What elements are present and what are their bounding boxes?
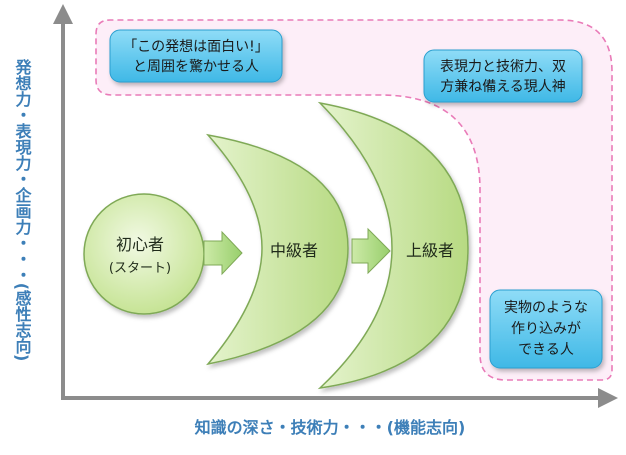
stage-beginner-title: 初心者 bbox=[116, 235, 164, 254]
y-axis bbox=[53, 4, 73, 398]
stage-advanced-title: 上級者 bbox=[406, 241, 454, 260]
stage-intermediate-title: 中級者 bbox=[270, 241, 318, 260]
bubble-practical-line3: できる人 bbox=[518, 342, 574, 358]
progress-arrow-1 bbox=[203, 230, 243, 276]
bubble-both-line2: 方兼ね備える現人神 bbox=[440, 79, 566, 95]
bubble-practical-line1: 実物のような bbox=[504, 300, 588, 316]
bubble-practical-line2: 作り込みが bbox=[511, 321, 581, 337]
x-axis-label: 知識の深さ・技術力・・・(機能志向) bbox=[195, 418, 466, 437]
x-axis bbox=[61, 388, 618, 408]
y-axis-label: 発想力・表現力・企画力・・・(感性志向) bbox=[13, 58, 33, 362]
bubble-both-line1: 表現力と技術力、双 bbox=[440, 59, 566, 75]
progress-arrow-2 bbox=[351, 227, 391, 275]
expert-region bbox=[95, 19, 613, 381]
stage-beginner: 初心者 (スタート) bbox=[83, 193, 205, 315]
bubble-surprise-line1: 「この発想は面白い!」 bbox=[123, 39, 269, 55]
bubble-practical: 実物のような 作り込みが できる人 bbox=[489, 289, 603, 369]
bubble-surprise-line2: と周囲を驚かせる人 bbox=[133, 58, 259, 75]
bubble-surprise: 「この発想は面白い!」 と周囲を驚かせる人 bbox=[109, 29, 283, 83]
stage-advanced: 上級者 bbox=[317, 101, 469, 390]
bubble-both: 表現力と技術力、双 方兼ね備える現人神 bbox=[423, 49, 583, 103]
stage-intermediate: 中級者 bbox=[206, 133, 349, 366]
stage-beginner-subtitle: (スタート) bbox=[109, 261, 171, 276]
